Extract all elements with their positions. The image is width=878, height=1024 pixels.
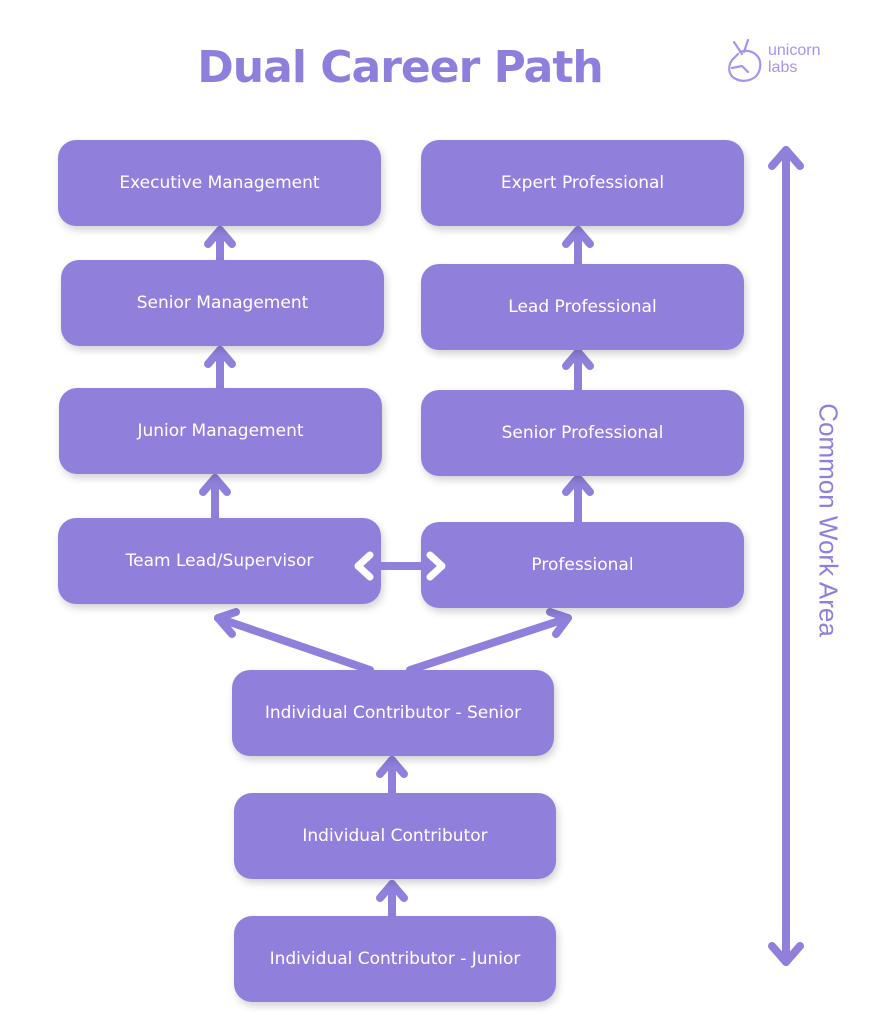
- arrow-junior-to-senior-mgmt: [204, 346, 236, 394]
- arrow-ic-to-ic-senior: [376, 756, 408, 799]
- page-title: Dual Career Path: [197, 42, 603, 93]
- arrow-ic-junior-to-ic: [376, 880, 408, 922]
- box-senior-management: Senior Management: [61, 260, 384, 346]
- box-senior-professional: Senior Professional: [421, 390, 744, 476]
- logo-text-line1: unicorn: [768, 42, 821, 59]
- common-work-area-arrow: [768, 146, 804, 966]
- arrow-ic-senior-to-professional: [406, 608, 572, 674]
- common-work-area-label: Common Work Area: [813, 403, 844, 637]
- box-team-lead-supervisor: Team Lead/Supervisor: [58, 518, 381, 604]
- arrow-senior-to-lead-prof: [562, 348, 594, 396]
- box-professional: Professional: [421, 522, 744, 608]
- box-individual-contributor: Individual Contributor: [234, 793, 556, 879]
- arrow-lead-to-expert-prof: [562, 226, 594, 270]
- logo: unicorn labs: [726, 38, 846, 86]
- logo-text-line2: labs: [768, 59, 798, 76]
- unicorn-icon: [728, 38, 762, 82]
- box-lead-professional: Lead Professional: [421, 264, 744, 350]
- box-individual-contributor-senior: Individual Contributor - Senior: [232, 670, 554, 756]
- arrow-ic-senior-to-teamlead: [214, 608, 374, 674]
- arrow-senior-to-executive-mgmt: [204, 226, 236, 266]
- box-individual-contributor-junior: Individual Contributor - Junior: [234, 916, 556, 1002]
- box-junior-management: Junior Management: [59, 388, 382, 474]
- arrow-prof-to-senior-prof: [562, 474, 594, 526]
- box-expert-professional: Expert Professional: [421, 140, 744, 226]
- box-executive-management: Executive Management: [58, 140, 381, 226]
- arrow-teamlead-to-junior-mgmt: [199, 474, 231, 524]
